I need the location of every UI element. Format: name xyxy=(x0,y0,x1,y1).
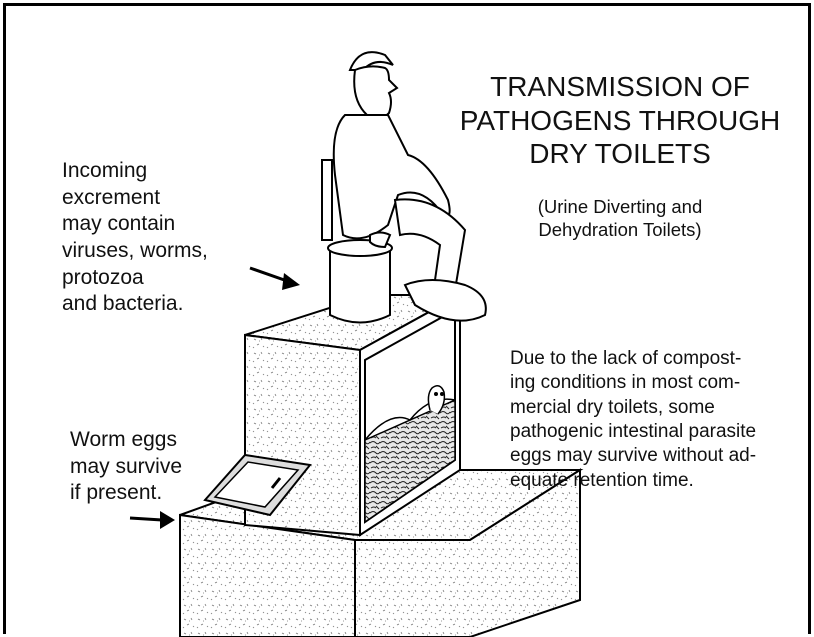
note-line: Incoming xyxy=(62,158,282,185)
subtitle: (Urine Diverting and Dehydration Toilets… xyxy=(500,195,740,241)
title-line: DRY TOILETS xyxy=(440,137,800,171)
title-line: TRANSMISSION OF xyxy=(440,70,800,104)
note-line: protozoa xyxy=(62,265,282,292)
note-line: Due to the lack of compost- xyxy=(510,347,810,371)
note-line: viruses, worms, xyxy=(62,238,282,265)
note-line: mercial dry toilets, some xyxy=(510,396,810,420)
incoming-excrement-note: Incoming excrement may contain viruses, … xyxy=(62,158,282,318)
title-line: PATHOGENS THROUGH xyxy=(440,104,800,138)
note-line: may survive xyxy=(70,454,230,481)
subtitle-line: Dehydration Toilets) xyxy=(500,218,740,241)
page-title: TRANSMISSION OF PATHOGENS THROUGH DRY TO… xyxy=(440,70,800,171)
note-line: may contain xyxy=(62,211,282,238)
note-line: equate retention time. xyxy=(510,469,810,493)
composting-conditions-note: Due to the lack of compost- ing conditio… xyxy=(510,347,810,493)
note-line: excrement xyxy=(62,185,282,212)
arrow-right-icon xyxy=(130,511,175,529)
subtitle-line: (Urine Diverting and xyxy=(500,195,740,218)
note-line: Worm eggs xyxy=(70,427,230,454)
note-line: if present. xyxy=(70,480,230,507)
note-line: pathogenic intestinal parasite xyxy=(510,420,810,444)
note-line: and bacteria. xyxy=(62,291,282,318)
note-line: ing conditions in most com- xyxy=(510,371,810,395)
note-line: eggs may survive without ad- xyxy=(510,444,810,468)
worm-eggs-note: Worm eggs may survive if present. xyxy=(70,427,230,507)
